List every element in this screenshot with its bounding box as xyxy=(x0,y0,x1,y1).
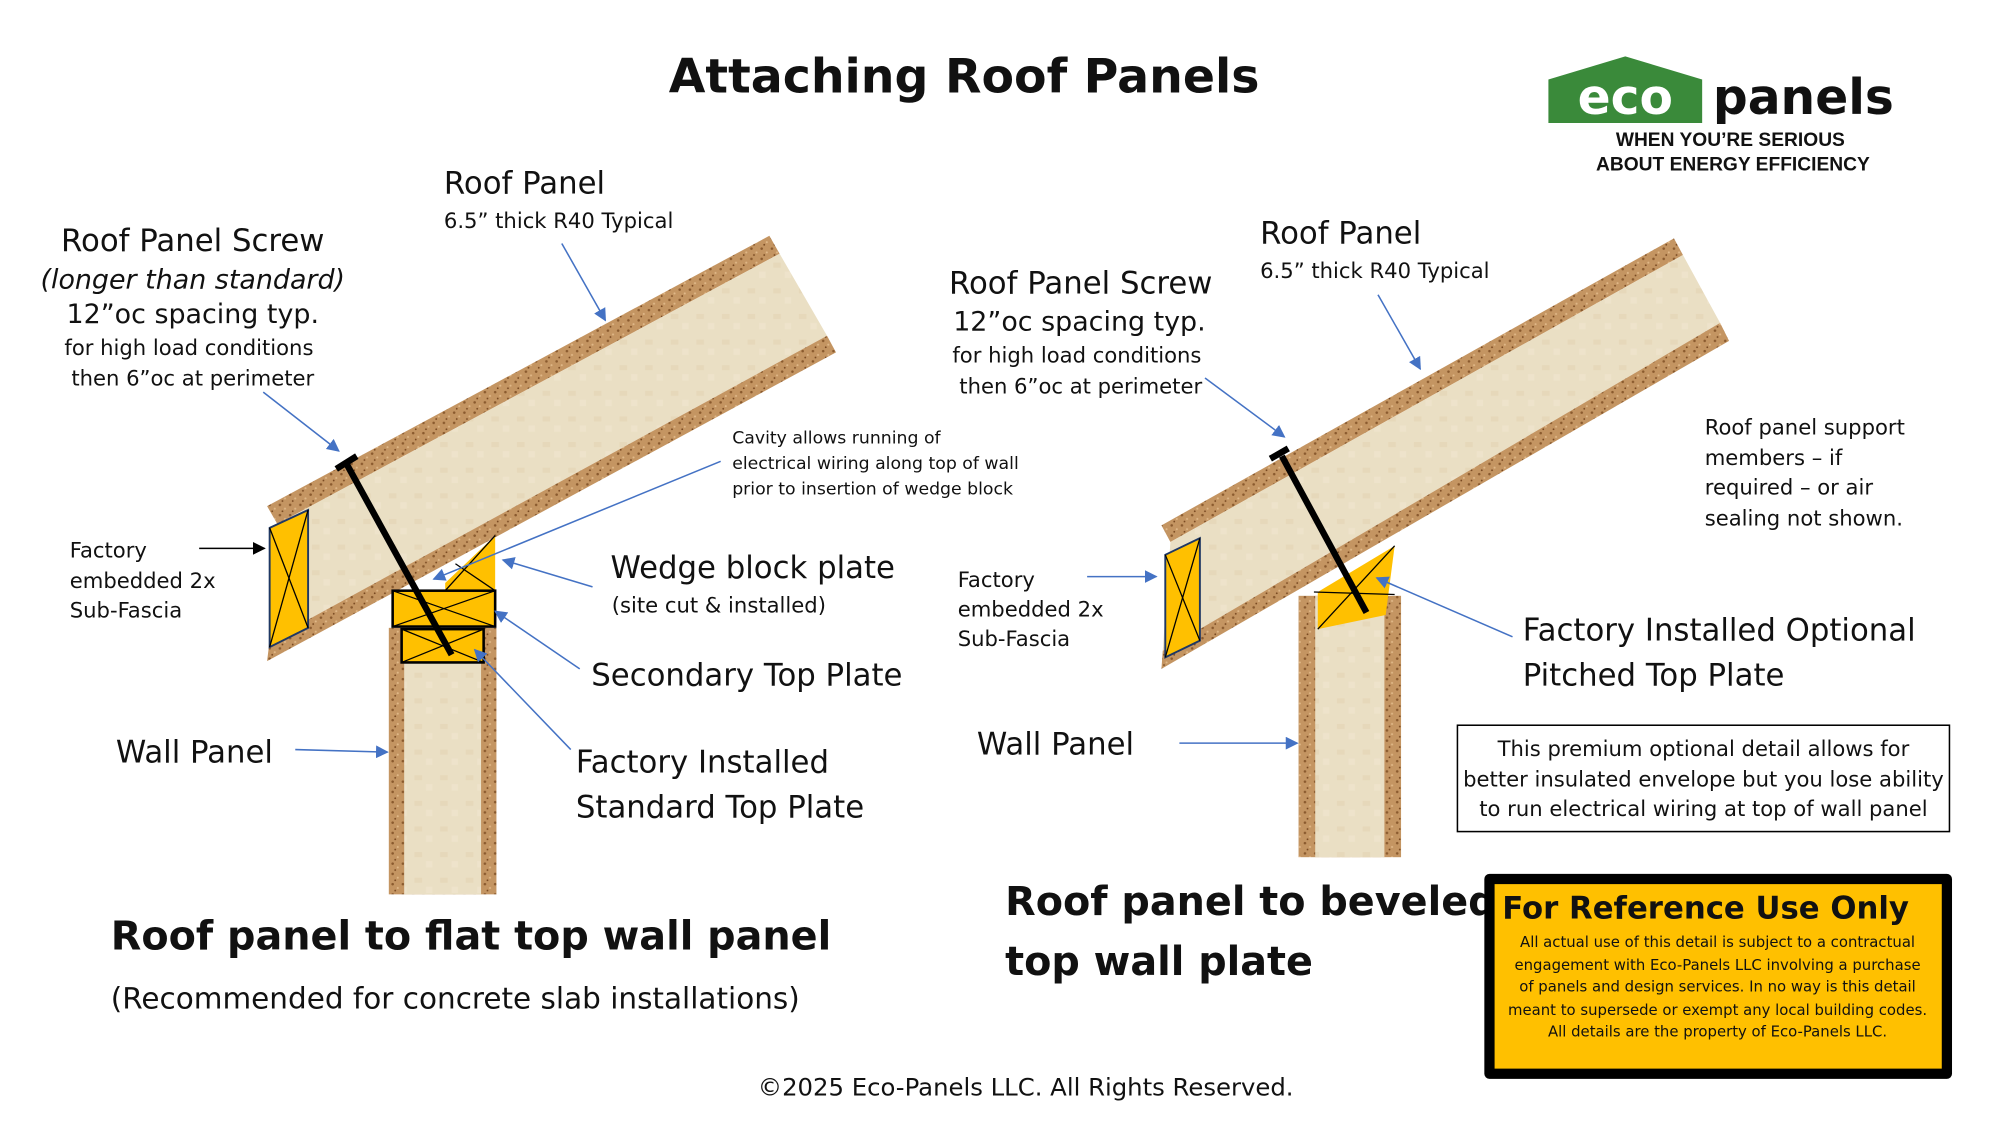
right-wall-panel-label: Wall Panel xyxy=(977,727,1134,763)
left-sub-fascia-block xyxy=(268,508,310,649)
premium-note-line3: to run electrical wiring at top of wall … xyxy=(1479,796,1927,821)
standard-plate-line1: Factory Installed xyxy=(576,745,829,781)
left-screw-spacing: 12”oc spacing typ. xyxy=(67,299,319,330)
disclaimer-title: For Reference Use Only xyxy=(1502,891,1909,927)
right-roof-panel xyxy=(1161,238,1730,669)
left-screw-line3: for high load conditions xyxy=(64,335,313,360)
left-detail: Roof Panel 6.5” thick R40 Typical Roof P… xyxy=(40,165,1018,1015)
premium-note-line1: This premium optional detail allows for xyxy=(1497,736,1910,761)
right-roof-panel-label: Roof Panel xyxy=(1260,215,1421,251)
right-detail: Roof Panel 6.5” thick R40 Typical Roof P… xyxy=(949,215,1951,985)
left-roof-panel-sublabel: 6.5” thick R40 Typical xyxy=(444,208,673,233)
wedge-block-sublabel: (site cut & installed) xyxy=(612,592,826,617)
disclaimer-line2: engagement with Eco-Panels LLC involving… xyxy=(1514,956,1920,974)
logo-word-panels: panels xyxy=(1713,70,1894,126)
right-sub-fascia-line2: embedded 2x xyxy=(958,596,1104,621)
leader-screw-right xyxy=(1204,377,1286,438)
left-screw-line4: then 6”oc at perimeter xyxy=(71,366,314,391)
right-screw-line4: then 6”oc at perimeter xyxy=(959,373,1202,398)
disclaimer-line1: All actual use of this detail is subject… xyxy=(1520,933,1915,951)
wedge-block-label: Wedge block plate xyxy=(610,550,895,586)
right-sub-fascia-line3: Sub-Fascia xyxy=(958,626,1070,651)
leader-screw-left xyxy=(262,391,340,452)
support-note-line4: sealing not shown. xyxy=(1705,505,1903,530)
right-sub-fascia-block xyxy=(1164,536,1201,659)
premium-note-box: This premium optional detail allows for … xyxy=(1456,724,1951,833)
right-caption-line2: top wall plate xyxy=(1005,939,1313,985)
logo-word-eco: eco xyxy=(1578,70,1673,126)
left-wall-panel xyxy=(388,627,497,895)
support-note-line2: members – if xyxy=(1705,445,1843,470)
logo-house-icon xyxy=(1548,56,1703,124)
leader-wall-panel-left xyxy=(295,745,389,759)
cavity-note-line2: electrical wiring along top of wall xyxy=(732,454,1019,474)
disclaimer-box: For Reference Use Only All actual use of… xyxy=(1484,873,1953,1079)
pitched-plate-line1: Factory Installed Optional xyxy=(1523,613,1916,649)
disclaimer-line4: meant to supersede or exempt any local b… xyxy=(1508,1001,1927,1019)
cavity-note-line3: prior to insertion of wedge block xyxy=(732,480,1013,500)
page-title: Attaching Roof Panels xyxy=(669,49,1260,104)
left-wall-panel-label: Wall Panel xyxy=(116,734,273,770)
standard-plate-line2: Standard Top Plate xyxy=(576,789,864,825)
left-caption: Roof panel to flat top wall panel xyxy=(111,913,831,959)
left-secondary-top-plate xyxy=(391,589,497,628)
right-roof-screw xyxy=(1268,445,1370,614)
right-screw-label: Roof Panel Screw xyxy=(949,265,1212,301)
leader-pitched-plate xyxy=(1375,576,1513,638)
copyright: ©2025 Eco-Panels LLC. All Rights Reserve… xyxy=(758,1073,1294,1102)
right-roof-panel-sublabel: 6.5” thick R40 Typical xyxy=(1260,258,1489,283)
right-screw-spacing: 12”oc spacing typ. xyxy=(953,307,1205,338)
pitched-plate-line2: Pitched Top Plate xyxy=(1523,658,1785,694)
right-screw-line3: for high load conditions xyxy=(952,343,1201,368)
leader-secondary-plate xyxy=(494,610,581,670)
left-sub-fascia-line2: embedded 2x xyxy=(70,568,216,593)
right-wall-panel xyxy=(1298,595,1402,858)
disclaimer-line5: All details are the property of Eco-Pane… xyxy=(1548,1023,1887,1041)
left-roof-screw xyxy=(334,453,455,657)
right-caption-line1: Roof panel to beveled xyxy=(1005,879,1496,925)
disclaimer-line3: of panels and design services. In no way… xyxy=(1519,978,1916,996)
left-screw-label: Roof Panel Screw xyxy=(61,223,324,259)
eco-panels-logo: eco panels WHEN YOU’RE SERIOUS ABOUT ENE… xyxy=(1548,56,1894,175)
support-note-line1: Roof panel support xyxy=(1705,414,1905,439)
logo-tagline-2: ABOUT ENERGY EFFICIENCY xyxy=(1596,154,1870,175)
leader-cavity xyxy=(432,460,721,581)
leader-roof-panel-right xyxy=(1377,294,1421,371)
secondary-plate-label: Secondary Top Plate xyxy=(591,658,902,694)
leader-wedge-block xyxy=(501,557,593,588)
premium-note-line2: better insulated envelope but you lose a… xyxy=(1463,767,1944,792)
leader-roof-panel-left xyxy=(561,243,607,322)
left-screw-note: (longer than standard) xyxy=(40,264,345,295)
leader-standard-plate xyxy=(473,648,572,751)
left-sub-fascia-line1: Factory xyxy=(70,537,147,562)
support-note-line3: required – or air xyxy=(1705,475,1874,500)
logo-tagline-1: WHEN YOU’RE SERIOUS xyxy=(1616,130,1845,151)
right-sub-fascia-line1: Factory xyxy=(958,567,1035,592)
cavity-note-line1: Cavity allows running of xyxy=(732,428,941,448)
left-roof-panel-label: Roof Panel xyxy=(444,165,605,201)
left-caption-sub: (Recommended for concrete slab installat… xyxy=(111,981,800,1015)
left-sub-fascia-line3: Sub-Fascia xyxy=(70,598,182,623)
